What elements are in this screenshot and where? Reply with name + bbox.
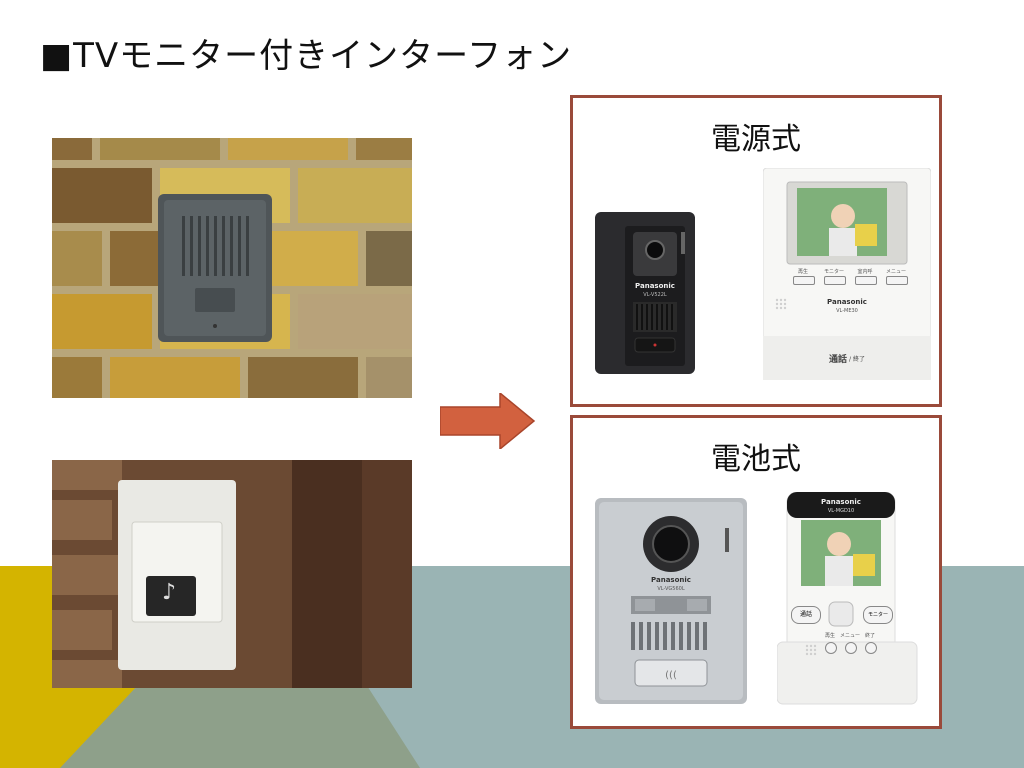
- power-door-station: Panasonic VL-V522L: [595, 212, 702, 374]
- battery-monitor-button[interactable]: モニター: [863, 606, 893, 624]
- battery-monitor-model: VL-MGD10: [827, 508, 855, 514]
- power-monitor: 再生 モニター 室内呼 メニュー Panasonic VL-ME30 通話 / …: [762, 167, 932, 381]
- battery-monitor-brand: Panasonic: [821, 498, 861, 506]
- power-door-model: VL-V522L: [643, 292, 667, 298]
- power-btn-label-3: メニュー: [885, 269, 906, 275]
- talk-end-button[interactable]: 通話 / 終了: [763, 336, 931, 380]
- power-type-label: 電源式: [711, 122, 801, 157]
- power-btn-label-0: 再生: [797, 269, 808, 275]
- battery-type-panel: 電池式 ((( Panasonic VL-VG560L: [570, 415, 942, 729]
- power-monitor-brand: Panasonic: [827, 298, 867, 306]
- slide-title: ■TVモニター付きインターフォン: [40, 36, 573, 76]
- playback-button[interactable]: [793, 276, 815, 285]
- power-btn-label-1: モニター: [823, 269, 844, 275]
- svg-text:(((: (((: [665, 670, 677, 681]
- monitor-button[interactable]: [824, 276, 846, 285]
- battery-playback-button[interactable]: [825, 642, 837, 654]
- battery-menu-button[interactable]: [845, 642, 857, 654]
- power-door-brand: Panasonic: [635, 282, 675, 290]
- power-type-panel: 電源式 Panasonic VL-V522L: [570, 95, 942, 407]
- battery-door-brand: Panasonic: [651, 576, 691, 584]
- power-monitor-model: VL-ME30: [836, 308, 858, 314]
- right-arrow-icon: [440, 393, 536, 449]
- battery-end-button[interactable]: [865, 642, 877, 654]
- battery-type-label: 電池式: [711, 442, 801, 477]
- battery-door-model: VL-VG560L: [657, 586, 685, 592]
- music-note-icon: ♪: [162, 580, 177, 605]
- battery-btn-label-1: メニュー: [839, 633, 860, 639]
- battery-btn-label-2: 終了: [864, 633, 875, 639]
- indoor-call-button[interactable]: [855, 276, 877, 285]
- battery-btn-label-0: 再生: [824, 633, 835, 639]
- power-monitor-buttons: 再生 モニター 室内呼 メニュー: [789, 268, 913, 288]
- battery-monitor: Panasonic VL-MGD10 通話 モニター 再生 メニュー 終了: [776, 491, 925, 706]
- photo-old-doorbell: ♪: [52, 460, 412, 688]
- battery-door-station: ((( Panasonic VL-VG560L: [595, 498, 747, 704]
- power-btn-label-2: 室内呼: [857, 269, 873, 275]
- battery-talk-button[interactable]: 通話: [791, 606, 821, 624]
- photo-old-intercom: [52, 138, 412, 398]
- menu-button[interactable]: [886, 276, 908, 285]
- end-label: / 終了: [849, 355, 865, 363]
- talk-label: 通話: [829, 354, 848, 365]
